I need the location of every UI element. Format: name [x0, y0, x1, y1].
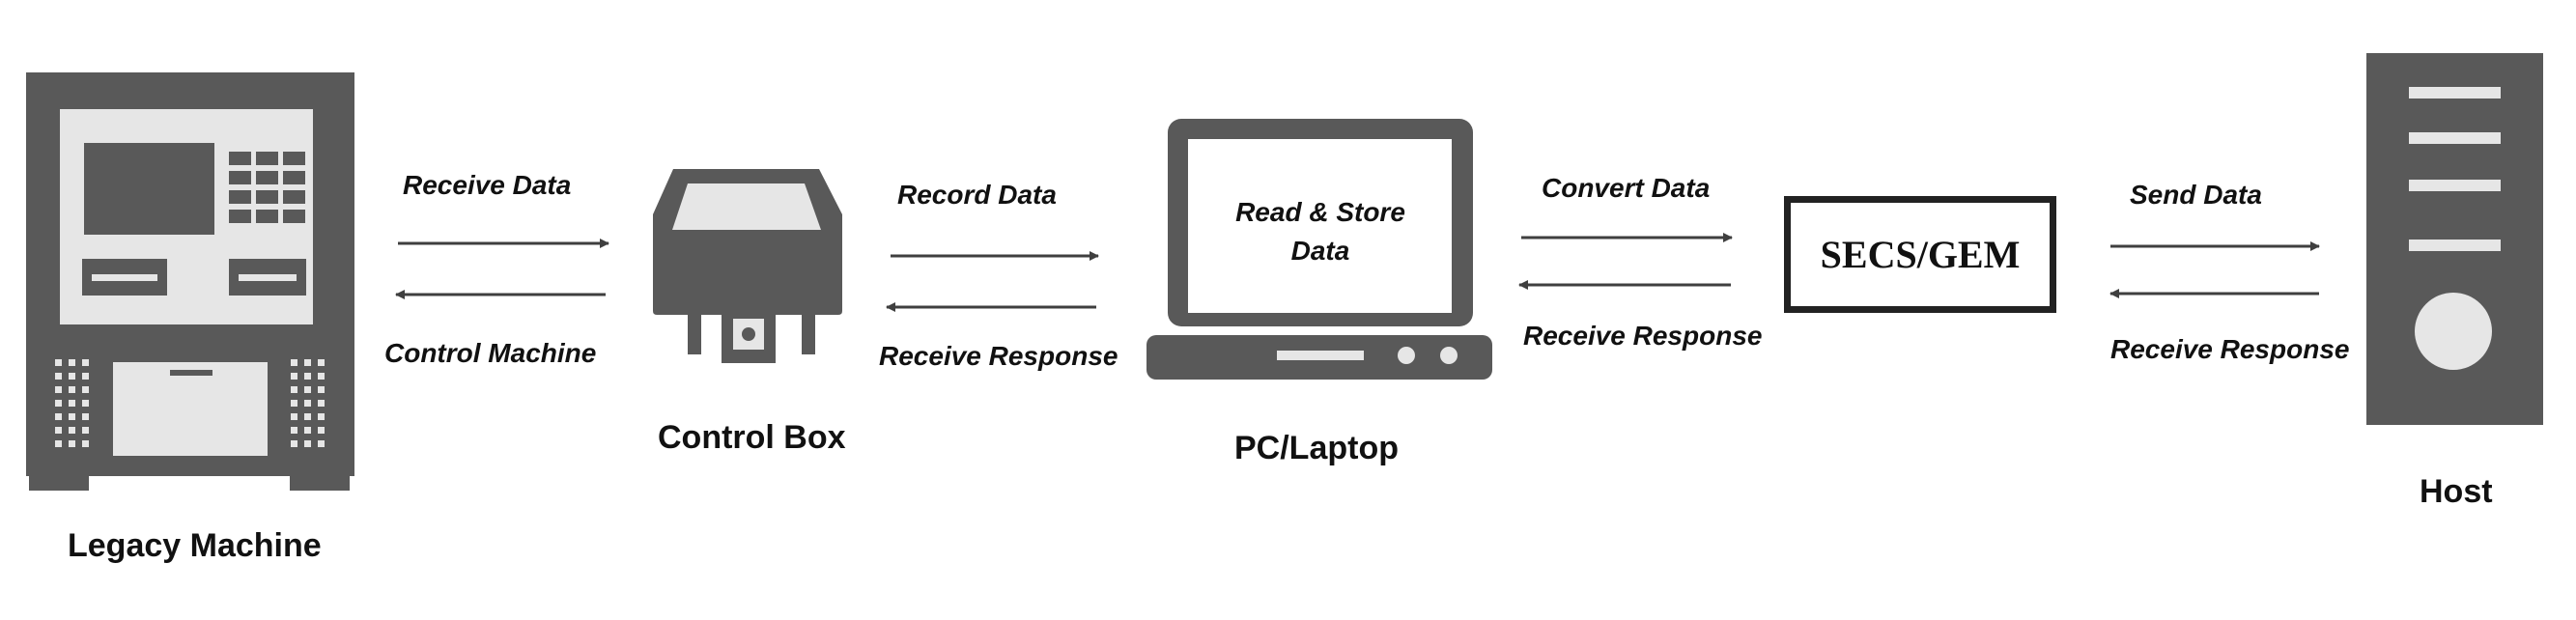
laptop-screen-text-line1: Read & Store [1235, 197, 1405, 227]
host-label: Host [2420, 473, 2493, 510]
control-box-icon [653, 169, 842, 363]
laptop-icon [1146, 119, 1492, 380]
laptop-screen-text-line2: Data [1290, 236, 1350, 266]
receive-response-label-2: Receive Response [1523, 321, 1763, 351]
legacy-machine-label: Legacy Machine [68, 527, 322, 564]
receive-response-label-3: Receive Response [2110, 334, 2350, 364]
atm-machine-icon [26, 72, 354, 491]
secs-gem-label: SECS/GEM [1820, 233, 2021, 276]
control-box-label: Control Box [658, 419, 846, 456]
server-tower-icon [2366, 53, 2543, 425]
secs-gem-box: SECS/GEM [1784, 196, 2056, 313]
convert-data-label: Convert Data [1542, 173, 1711, 203]
control-machine-label: Control Machine [384, 338, 597, 368]
pc-laptop-label: PC/Laptop [1234, 430, 1399, 466]
send-data-label: Send Data [2130, 180, 2262, 210]
record-data-label: Record Data [897, 180, 1057, 210]
receive-response-label-1: Receive Response [879, 341, 1118, 371]
receive-data-label: Receive Data [403, 170, 572, 200]
